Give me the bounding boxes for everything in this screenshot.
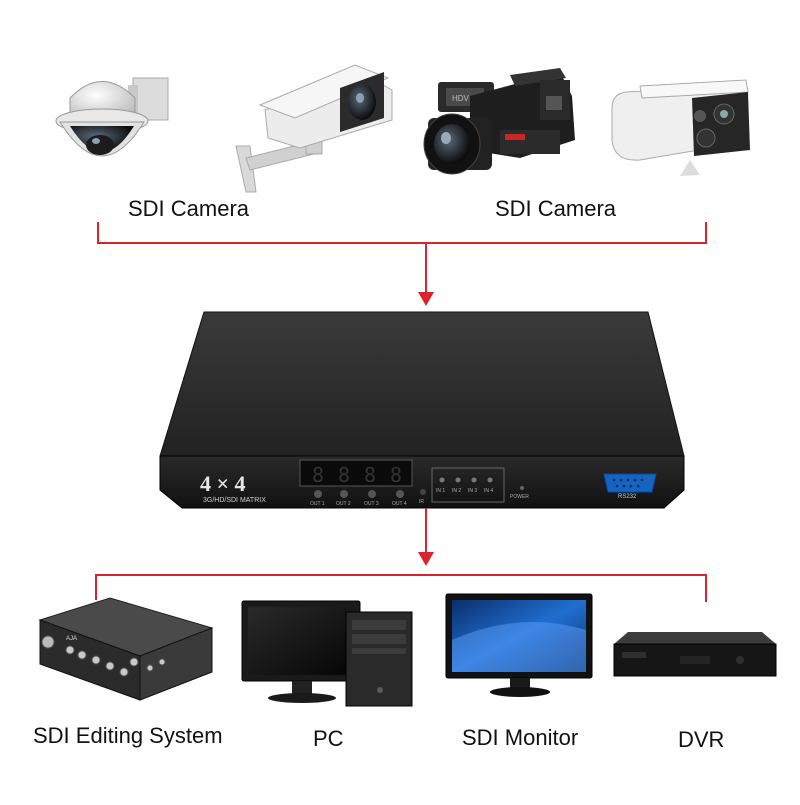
output-label-monitor: SDI Monitor: [462, 725, 579, 750]
svg-text:AJA: AJA: [66, 636, 77, 642]
out1-label: OUT 1: [310, 501, 325, 507]
out3-button[interactable]: [368, 490, 376, 498]
box-camera-icon: [235, 64, 393, 193]
ir-label: IR: [419, 499, 424, 505]
digit-display-4: 8: [390, 463, 402, 487]
seven-segment-displays: 8 8 8 8: [299, 459, 413, 487]
digit-display-1: 8: [312, 463, 324, 487]
out4-button[interactable]: [396, 490, 404, 498]
digit-display-2: 8: [338, 463, 350, 487]
arrow-down-icon: [418, 552, 434, 566]
output-label-editing: SDI Editing System: [33, 723, 223, 748]
matrix-subtitle: 3G/HD/SDI MATRIX: [203, 497, 266, 504]
in4-label: IN 4: [484, 488, 493, 494]
input-panel: [431, 467, 505, 503]
out1-button[interactable]: [314, 490, 322, 498]
in1-label: IN 1: [436, 488, 445, 494]
sdi-monitor-icon: [445, 593, 593, 697]
ir-sensor-icon: [420, 489, 426, 495]
digit-display-3: 8: [364, 463, 376, 487]
out2-button[interactable]: [340, 490, 348, 498]
bullet-camera-icon: [611, 79, 750, 176]
editing-system-icon: AJA: [38, 597, 214, 701]
arrow-down-icon: [418, 292, 434, 306]
output-connector: [95, 508, 707, 602]
output-label-dvr: DVR: [678, 727, 725, 752]
dome-camera-icon: [55, 77, 169, 157]
dvr-icon: [613, 632, 777, 677]
power-label: POWER: [510, 494, 529, 500]
matrix-switcher: 4 × 4 3G/HD/SDI MATRIX 8 8 8 8 OUT 1 OUT…: [159, 311, 685, 509]
rs232-label: RS232: [618, 494, 637, 500]
input-label-right: SDI Camera: [495, 196, 617, 221]
in3-label: IN 3: [468, 488, 477, 494]
matrix-model-label: 4 × 4: [200, 471, 246, 496]
pc-icon: [241, 600, 413, 707]
out4-label: OUT 4: [392, 501, 407, 507]
in2-label: IN 2: [452, 488, 461, 494]
rs232-port-icon: [603, 473, 657, 493]
power-led-icon: [520, 486, 524, 490]
out3-label: OUT 3: [364, 501, 379, 507]
input-label-left: SDI Camera: [128, 196, 250, 221]
svg-text:HDV: HDV: [452, 94, 470, 103]
input-connector: [97, 222, 707, 306]
out2-label: OUT 2: [336, 501, 351, 507]
output-label-pc: PC: [313, 726, 344, 751]
camcorder-icon: HDV: [423, 68, 575, 175]
